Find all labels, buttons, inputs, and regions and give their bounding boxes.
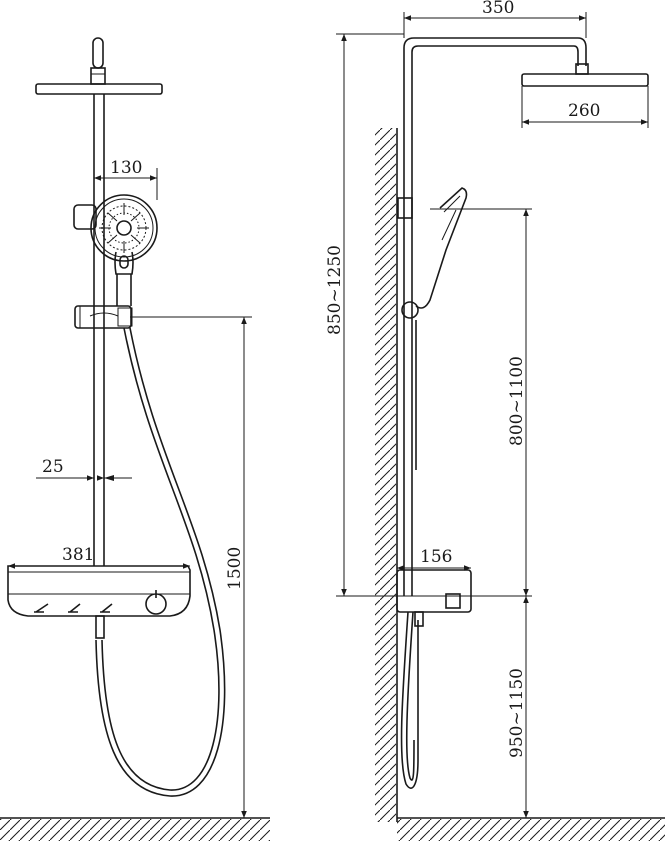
dim-label-850-1250: 850~1250 [325, 245, 345, 335]
dim-label-800-1100: 800~1100 [507, 356, 527, 446]
dim-label-350: 350 [482, 0, 514, 18]
side-hand-shower [397, 187, 468, 470]
front-floor [0, 817, 270, 841]
side-hose [400, 611, 419, 789]
dim-label-25: 25 [42, 457, 64, 477]
dim-holder-height-range: 800~1100 [430, 208, 532, 597]
dim-handshower-width: 130 [93, 158, 158, 205]
dim-arm-reach: 350 [403, 0, 587, 38]
dim-mount-height-range: 950~1150 [507, 596, 529, 818]
dim-head-diameter: 260 [521, 86, 649, 128]
front-hose [95, 327, 226, 797]
front-view: 130 25 381 1500 [0, 37, 270, 841]
front-shelf-unit [7, 565, 191, 639]
dim-label-950-1150: 950~1150 [507, 668, 527, 758]
front-overhead-shower [35, 37, 163, 95]
dim-label-1500: 1500 [225, 547, 245, 590]
side-view: 350 260 850~1250 800~1100 156 [325, 0, 665, 841]
dim-pipe-diameter: 25 [36, 457, 132, 481]
dim-shelf-width: 381 [8, 545, 190, 569]
side-floor [397, 817, 665, 841]
side-wall [375, 128, 398, 822]
dim-total-height: 1500 [130, 316, 252, 818]
front-hand-shower [73, 194, 158, 306]
front-riser-pipe [93, 94, 105, 566]
dim-label-260: 260 [568, 101, 600, 121]
dim-label-381: 381 [62, 545, 94, 565]
dim-label-130: 130 [110, 158, 142, 178]
dim-shelf-depth: 156 [397, 547, 471, 571]
side-overhead-head [521, 73, 649, 87]
dim-label-156: 156 [420, 547, 452, 567]
dim-pipe-height-range: 850~1250 [325, 33, 404, 597]
